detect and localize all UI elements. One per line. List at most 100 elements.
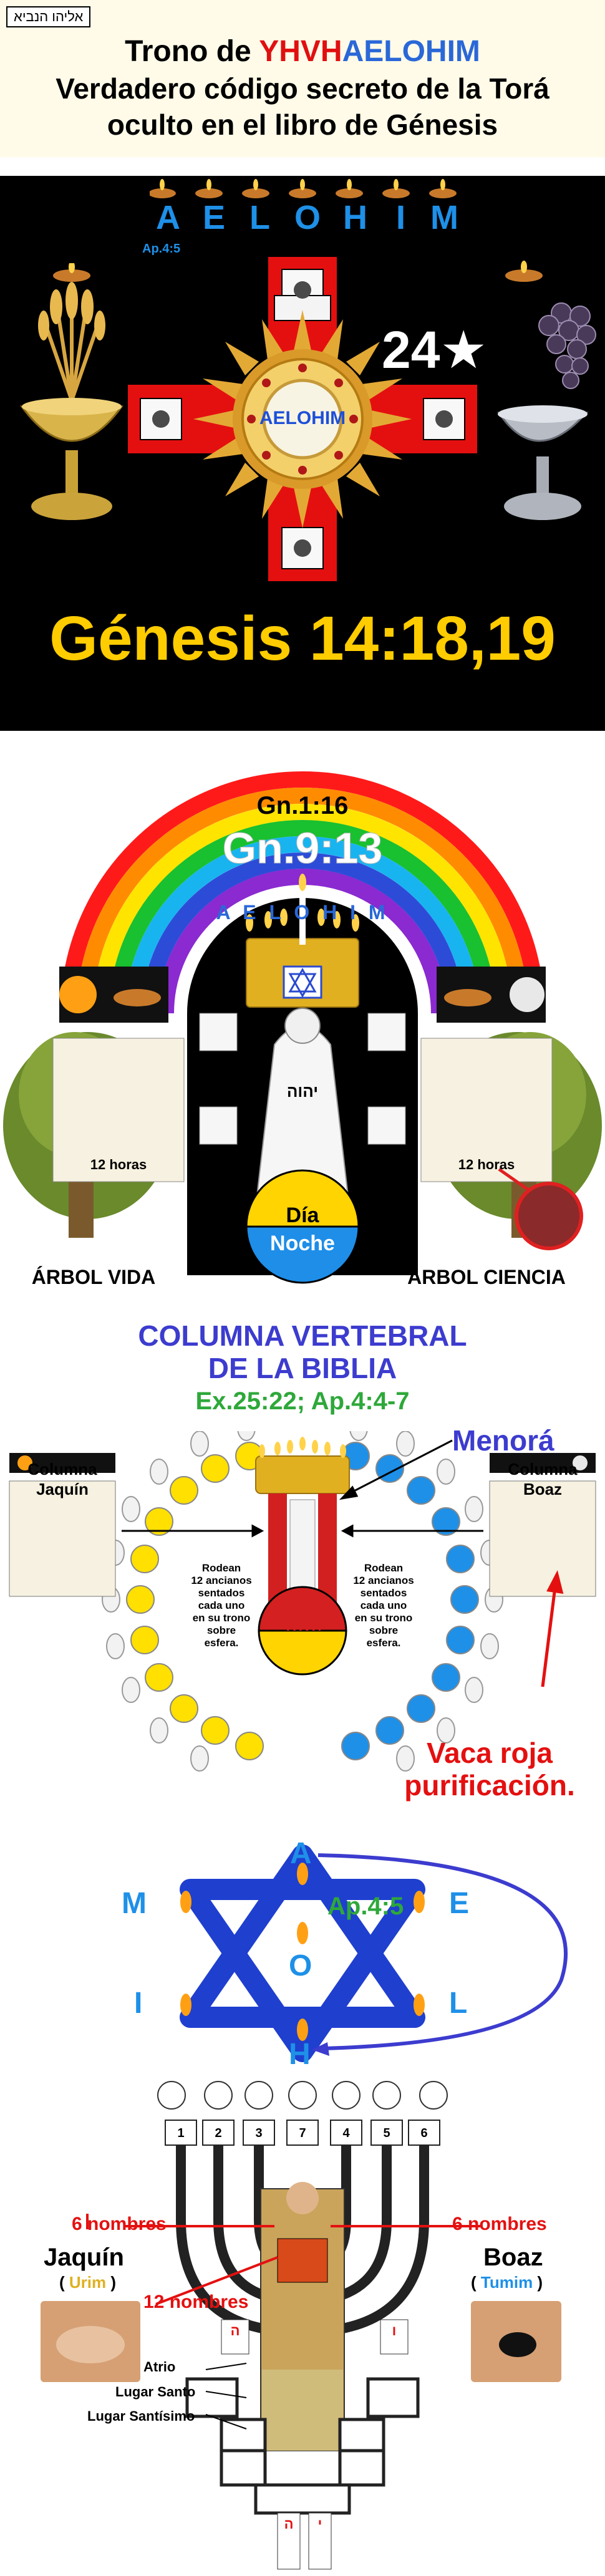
oil-lamps-row — [150, 179, 457, 198]
lugar-santisimo-label: Lugar Santísimo — [87, 2408, 195, 2424]
hebrew-letter-left: ה — [230, 2323, 240, 2338]
title-aelohim: AELOHIM — [342, 35, 480, 68]
rainbow-panel: Gn.1:16 Gn.9:13 A E L O H I M יהוה Día N… — [0, 733, 605, 1306]
urim-label: ( Urim ) — [59, 2273, 117, 2292]
six-names-left: 6 nombres — [72, 2214, 167, 2234]
hours-right: 12 horas — [458, 1157, 515, 1172]
rodean-right-7: esfera. — [366, 1637, 401, 1649]
rodean-left-6: sobre — [206, 1624, 236, 1636]
page-title: Trono de YHVHAELOHIM — [0, 34, 605, 70]
aelohim-letter-h: H — [343, 199, 367, 236]
column-jaquin-label: Columna Jaquín — [9, 1459, 115, 1499]
lamp-number-3: 3 — [255, 2126, 263, 2140]
ref-gn-9-13: Gn.9:13 — [222, 824, 383, 873]
rodean-right-5: en su trono — [354, 1612, 413, 1624]
rodean-left-1: Rodean — [201, 1562, 241, 1574]
star-ref-ap-4-5: Ap.4:5 — [327, 1893, 404, 1920]
rainbow-illustration — [3, 771, 602, 1284]
elders-circle-diagram — [9, 1431, 596, 1772]
spine-title-2: DE LA BIBLIA — [208, 1352, 397, 1384]
lamp-number-1: 1 — [177, 2126, 185, 2140]
hebrew-letter-right: ו — [392, 2323, 397, 2338]
aelohim-letter-l: L — [249, 199, 270, 236]
star-letter-e: E — [449, 1887, 470, 1920]
throne-center-label: AELOHIM — [259, 408, 346, 428]
throne-panel: A E L O H I M Ap.4:5 — [0, 176, 605, 731]
wheat-cup-image — [20, 263, 123, 520]
rodean-left-2: 12 ancianos — [191, 1575, 252, 1586]
red-heifer-label: Vaca roja purificación. — [374, 1737, 605, 1802]
boaz-label: Boaz — [483, 2244, 543, 2271]
rodean-left-3: sentados — [198, 1587, 245, 1599]
star-panel: A M E I L O H Ap.4:5 — [0, 1836, 605, 2070]
rodean-right-1: Rodean — [364, 1562, 404, 1574]
aelohim-letters: A E L O H I M — [156, 198, 480, 236]
star-letter-h: H — [289, 2038, 311, 2070]
red-cross-throne — [128, 257, 477, 581]
aelohim-letter-e: E — [203, 199, 226, 236]
star-letter-m: M — [122, 1887, 147, 1920]
lamp-number-4: 4 — [342, 2126, 350, 2140]
star-letter-l: L — [449, 1987, 468, 2020]
hours-left: 12 horas — [90, 1157, 147, 1172]
lugar-santo-label: Lugar Santo — [115, 2384, 196, 2400]
star-of-david-diagram — [180, 1845, 568, 2062]
day-label: Día — [286, 1204, 319, 1227]
lamp-number-6: 6 — [420, 2126, 428, 2140]
elders-count: 24★ — [382, 319, 487, 380]
title-prefix: Trono de — [125, 35, 259, 68]
menora-label: Menorá — [452, 1424, 554, 1457]
aelohim-letter-m: M — [430, 199, 458, 236]
subtitle-line-1: Verdadero código secreto de la Torá — [56, 72, 549, 105]
red-heifer-line-2: purificación. — [404, 1769, 575, 1802]
subtitle-line-2: oculto en el libro de Génesis — [107, 109, 498, 141]
rodean-right-3: sentados — [360, 1587, 407, 1599]
title-yhvh: YHVH — [259, 35, 342, 68]
tree-of-knowledge-label: ÁRBOL CIENCIA — [407, 1266, 566, 1288]
column-boaz-line-2: Boaz — [523, 1480, 563, 1498]
spine-refs: Ex.25:22; Ap.4:4-7 — [195, 1387, 410, 1415]
atrio-label: Atrio — [143, 2359, 176, 2375]
rodean-left-7: esfera. — [204, 1637, 239, 1649]
spine-title-1: COLUMNA VERTEBRAL — [138, 1319, 467, 1352]
hebrew-letter-bottom-2: י — [317, 2516, 322, 2532]
rodean-text-left: Rodean 12 ancianos sentados cada uno en … — [184, 1562, 259, 1649]
rodean-right-6: sobre — [369, 1624, 399, 1636]
star-letter-i: I — [134, 1987, 143, 2020]
lamp-number-7: 7 — [299, 2126, 306, 2140]
twelve-names-label: 12 nombres — [143, 2292, 249, 2312]
rodean-left-4: cada uno — [198, 1599, 245, 1611]
jaquin-label: Jaquín — [44, 2244, 124, 2271]
rodean-right-2: 12 ancianos — [353, 1575, 414, 1586]
column-boaz-label: Columna Boaz — [490, 1459, 596, 1499]
red-heifer-line-1: Vaca roja — [426, 1737, 553, 1769]
night-label: Noche — [270, 1232, 335, 1255]
rodean-left-5: en su trono — [192, 1612, 251, 1624]
hebrew-letter-bottom-1: ה — [284, 2516, 294, 2532]
header: אליהו הנביא Trono de YHVHAELOHIM Verdade… — [0, 0, 605, 157]
rainbow-aelohim: A E L O H I M — [216, 901, 389, 924]
menorah-priest-diagram — [41, 2081, 561, 2570]
ref-ap-4-5: Ap.4:5 — [142, 242, 181, 256]
tumim-label: ( Tumim ) — [471, 2273, 543, 2292]
column-jaquin-line-1: Columna — [27, 1460, 97, 1479]
star-letter-a: A — [290, 1837, 312, 1870]
lamp-number-2: 2 — [215, 2126, 222, 2140]
star-letter-o: O — [289, 1949, 312, 1982]
priest-panel: 6 nombres 6 nombres Jaquín ( Urim ) Boaz… — [0, 2070, 605, 2576]
tree-of-life-label: ÁRBOL VIDA — [31, 1266, 156, 1288]
six-names-right: 6 nombres — [452, 2214, 547, 2234]
star-icon: ★ — [440, 321, 487, 379]
aelohim-letter-i: I — [396, 199, 406, 236]
elders-number: 24 — [382, 321, 440, 379]
aelohim-letter-a: A — [156, 199, 180, 236]
lamp-number-5: 5 — [383, 2126, 390, 2140]
grape-cup-image — [497, 261, 596, 520]
column-jaquin-line-2: Jaquín — [36, 1480, 89, 1498]
spine-panel: COLUMNA VERTEBRAL DE LA BIBLIA Ex.25:22;… — [0, 1306, 605, 1836]
rodean-text-right: Rodean 12 ancianos sentados cada uno en … — [346, 1562, 421, 1649]
hebrew-badge: אליהו הנביא — [6, 6, 91, 27]
verse-genesis-14: Génesis 14:18,19 — [49, 604, 556, 673]
urim-text: Urim — [69, 2273, 107, 2292]
hebrew-yhvh: יהוה — [286, 1082, 319, 1101]
